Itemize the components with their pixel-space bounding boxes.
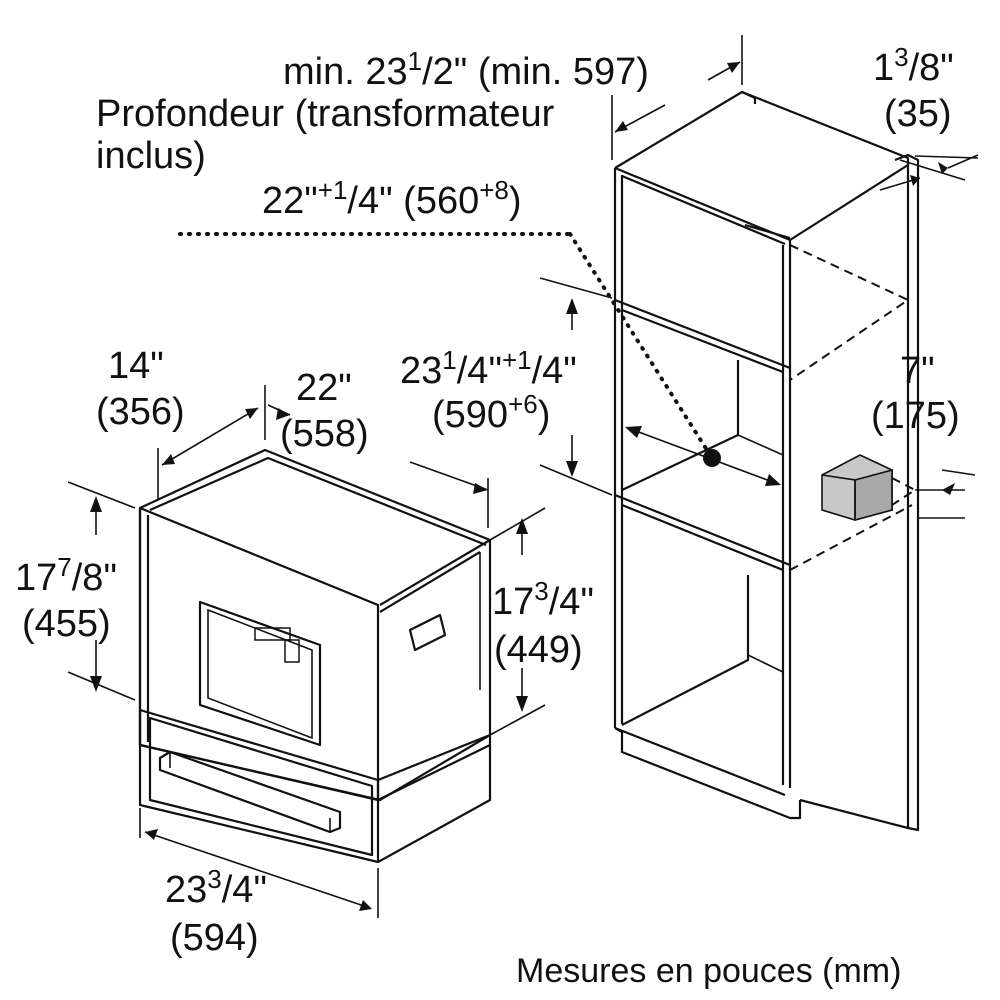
transformer-mm-label: (175)	[871, 395, 960, 437]
depth-22-label: 22"+1/4" (560+8)	[262, 175, 522, 222]
units-note: Mesures en pouces (mm)	[516, 952, 901, 990]
transformer-offset-dimension	[915, 469, 976, 519]
min-depth-label: min. 231/2" (min. 597)	[283, 46, 649, 93]
niche-height-dimension	[539, 277, 613, 496]
width-bottom-mm-label: (594)	[170, 917, 259, 959]
width-mm-label: (356)	[96, 391, 185, 433]
min-depth-dimension	[611, 35, 743, 160]
width-bottom-inch-label: 233/4"	[165, 864, 267, 911]
depth-mm-label: (558)	[280, 413, 369, 455]
depth-note-line-1: Profondeur (transformateur	[96, 93, 555, 135]
trim-dimension	[879, 154, 979, 191]
niche-width-arrow	[625, 426, 781, 486]
height-right-mm-label: (449)	[494, 629, 583, 671]
depth-dotted-guide	[178, 232, 721, 467]
depth-inch-label: 22"	[296, 367, 352, 409]
transformer-box	[821, 454, 917, 522]
cabinet-drawing	[613, 90, 920, 832]
depth-note-line-2: inclus)	[96, 135, 206, 177]
height-left-inch-label: 177/8"	[15, 552, 117, 599]
height-right-inch-label: 173/4"	[492, 576, 594, 623]
height-left-mm-label: (455)	[22, 603, 111, 645]
niche-height-inch-label: 231/4"+1/4"	[400, 345, 577, 392]
trim-inch-label: 13/8"	[873, 42, 954, 89]
coffee-machine-drawing	[138, 448, 492, 864]
trim-mm-label: (35)	[884, 93, 952, 135]
niche-height-mm-label: (590+6)	[432, 389, 550, 436]
transformer-inch-label: 7"	[900, 350, 935, 392]
appliance-dimension-lines	[67, 385, 546, 918]
width-inch-label: 14"	[108, 345, 164, 387]
